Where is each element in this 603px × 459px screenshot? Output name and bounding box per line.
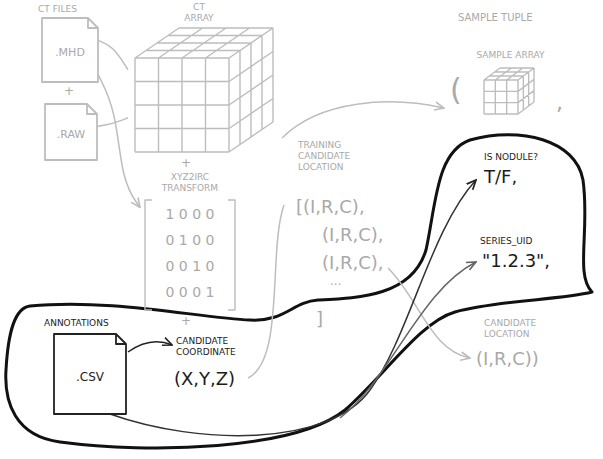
array-cube-stroke — [135, 28, 273, 152]
plus-sign: + — [181, 314, 191, 328]
node-text: 0 0 0 1 — [140, 284, 240, 301]
array-cube-stroke — [484, 68, 534, 114]
file-icon-stroke — [54, 334, 126, 414]
node-text: 0 1 0 0 — [140, 232, 240, 249]
flow-line — [248, 205, 284, 378]
tuple-text: (I,R,C), — [322, 224, 384, 246]
connector-line — [98, 74, 140, 207]
array-cube: CT ARRAY — [128, 0, 280, 155]
flow-arrow — [128, 342, 172, 352]
flow-arrow — [340, 262, 476, 418]
connector-line — [98, 40, 128, 69]
node-text: 0 0 1 0 — [140, 258, 240, 275]
field-value: "1.2.3", — [482, 250, 550, 272]
bracket: ] — [316, 308, 323, 330]
array-cube-outline — [128, 0, 280, 155]
group-label: CT FILES — [38, 4, 77, 15]
tuple-text: (I,R,C), — [322, 252, 384, 274]
comma: , — [556, 90, 563, 116]
file-icon: .RAW — [45, 104, 97, 160]
file-icon-outline — [44, 318, 130, 414]
field-value: (X,Y,Z) — [174, 368, 235, 390]
file-icon: .MHD — [42, 18, 98, 82]
ellipsis: ... — [330, 274, 341, 288]
plus-sign: + — [64, 84, 74, 98]
field-label: SERIES_UID — [480, 236, 532, 247]
node-text: 1 0 0 0 — [140, 206, 240, 223]
file-icon: ANNOTATIONS .CSV — [44, 318, 130, 414]
node-text: .CSV — [54, 370, 126, 384]
file-icon-stroke — [42, 18, 98, 82]
node-text: .MHD — [42, 46, 98, 59]
group-label: SAMPLE TUPLE — [458, 12, 532, 24]
transform-matrix: XYZ2IRC TRANSFORM 1 0 0 0 0 1 0 0 0 0 1 0 0 … — [140, 172, 240, 314]
field-label: IS NODULE? — [484, 152, 538, 163]
connector-line — [97, 118, 128, 127]
field-label: CANDIDATE LOCATION — [484, 318, 546, 340]
array-cube: SAMPLE ARRAY — [472, 50, 549, 118]
file-icon-stroke — [45, 104, 97, 160]
field-value: T/F, — [484, 166, 517, 188]
node-text: .RAW — [45, 128, 97, 141]
group-label: TRAINING CANDIDATE LOCATION — [298, 140, 360, 172]
node-heading: ANNOTATIONS — [44, 318, 109, 329]
plus-sign: + — [181, 156, 191, 170]
tuple-text: [(I,R,C), — [296, 196, 365, 218]
flow-arrow — [110, 180, 476, 436]
node-text: CT ARRAY — [180, 2, 218, 24]
field-label: CANDIDATE COORDINATE — [176, 336, 246, 358]
array-cube-outline — [472, 50, 549, 118]
flow-arrow — [282, 102, 444, 138]
paren: ( — [450, 72, 462, 108]
node-text: SAMPLE ARRAY — [472, 50, 549, 61]
node-heading: XYZ2IRC TRANSFORM — [155, 172, 225, 194]
field-value: (I,R,C)) — [476, 348, 539, 370]
highlight-outline — [6, 135, 592, 448]
